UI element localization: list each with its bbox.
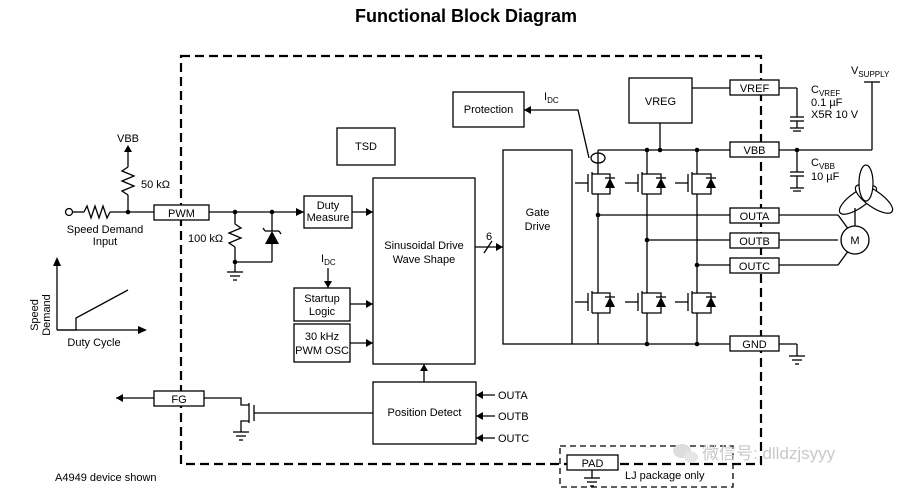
speed-duty-graph <box>53 257 147 334</box>
device-note: A4949 device shown <box>55 472 157 484</box>
cvbb-value: 10 µF <box>811 171 840 183</box>
pulldown-resistor-label: 100 kΩ <box>188 233 223 245</box>
cvref-value-2: X5R 10 V <box>811 109 859 121</box>
mosfet-ls-a <box>575 215 615 316</box>
speed-demand-input-circuit <box>64 145 154 221</box>
sinusoidal-drive-label-2: Wave Shape <box>393 254 456 266</box>
cvref-value-1: 0.1 µF <box>811 97 843 109</box>
outa-pin-label: OUTA <box>740 211 770 223</box>
vbb-pin-label: VBB <box>743 145 765 157</box>
cvref-symbol: C <box>811 84 819 96</box>
graph-y-label-2: Demand <box>41 294 53 336</box>
position-detect-label: Position Detect <box>388 407 462 419</box>
sinusoidal-drive-label-1: Sinusoidal Drive <box>384 240 463 252</box>
fg-pin <box>153 390 205 407</box>
gate-drive-block <box>502 149 573 345</box>
high-side-mosfets <box>575 170 716 265</box>
position-detect-block <box>372 381 477 445</box>
vsupply-symbol: V <box>851 65 859 77</box>
sinusoidal-drive-block <box>372 177 476 365</box>
startup-logic-block <box>293 287 351 322</box>
wechat-icon <box>673 444 698 463</box>
lj-package-boundary <box>559 445 734 488</box>
mosfet-ls-c <box>675 265 716 316</box>
cvbb-symbol: C <box>811 157 819 169</box>
gate-drive-label-2: Drive <box>525 221 551 233</box>
external-right <box>779 81 880 365</box>
cvbb-label: CVBB <box>811 157 835 171</box>
duty-measure-block <box>303 195 353 229</box>
vsupply-label: VSUPPLY <box>851 65 890 79</box>
gnd-pin-label: GND <box>742 339 767 351</box>
mosfet-hs-c <box>675 170 716 265</box>
protection-block <box>452 91 525 128</box>
motor-label: M <box>850 235 859 247</box>
cvref-label: CVREF <box>811 84 840 98</box>
tsd-block <box>336 127 396 166</box>
fg-output-circuit <box>116 394 373 441</box>
pd-input-outb: OUTB <box>498 411 529 423</box>
speed-demand-input-terminal <box>64 207 74 217</box>
duty-measure-label-1: Duty <box>317 200 340 212</box>
pd-input-outa: OUTA <box>498 390 528 402</box>
graph-x-label: Duty Cycle <box>67 337 120 349</box>
vsupply-subscript: SUPPLY <box>858 70 890 79</box>
low-side-mosfets <box>575 215 716 316</box>
idc-sense-label: IDC <box>544 91 559 105</box>
vref-pin-label: VREF <box>740 83 770 95</box>
watermark-text: 微信号: dlldzjsyyy <box>702 444 836 463</box>
protection-label: Protection <box>464 104 514 116</box>
page-title: Functional Block Diagram <box>355 6 577 26</box>
pwm-osc-label-1: 30 kHz <box>305 331 339 343</box>
fg-pin-label: FG <box>171 394 186 406</box>
lj-package-note: LJ package only <box>625 470 705 482</box>
mosfet-hs-a <box>575 170 615 215</box>
idc-main-subscript: DC <box>324 258 336 267</box>
pd-input-outc: OUTC <box>498 433 529 445</box>
vbb-supply-label: VBB <box>117 133 139 145</box>
motor-icon <box>840 225 870 255</box>
idc-main-label: IDC <box>321 253 336 267</box>
tsd-label: TSD <box>355 141 377 153</box>
pwm-input-filter <box>209 208 304 281</box>
speed-demand-input-label-1: Speed Demand <box>67 224 143 236</box>
cvbb-subscript: VBB <box>819 162 835 171</box>
mosfet-ls-b <box>625 240 666 316</box>
pad-pin-label: PAD <box>582 458 604 470</box>
pwm-pin-label: PWM <box>168 208 195 220</box>
vreg-block <box>628 77 693 124</box>
gate-drive-label-1: Gate <box>526 207 550 219</box>
speed-demand-input-label-2: Input <box>93 236 117 248</box>
pullup-resistor-label: 50 kΩ <box>141 179 170 191</box>
mosfet-hs-b <box>625 170 666 240</box>
bus-width-label: 6 <box>486 231 492 243</box>
outc-pin-label: OUTC <box>739 261 770 273</box>
startup-logic-label-1: Startup <box>304 293 339 305</box>
idc-main-symbol: I <box>321 253 324 265</box>
pwm-osc-label-2: PWM OSC <box>295 345 349 357</box>
graph-y-label-1: Speed <box>29 299 41 331</box>
cvref-subscript: VREF <box>819 89 840 98</box>
outb-pin-label: OUTB <box>739 236 770 248</box>
idc-sense-symbol: I <box>544 91 547 103</box>
duty-measure-label-2: Measure <box>307 212 350 224</box>
vreg-label: VREG <box>645 96 676 108</box>
watermark: 微信号: dlldzjsyyy <box>673 444 836 463</box>
motor-fan-icon <box>838 164 894 226</box>
startup-logic-label-2: Logic <box>309 306 336 318</box>
idc-sense-subscript: DC <box>547 96 559 105</box>
